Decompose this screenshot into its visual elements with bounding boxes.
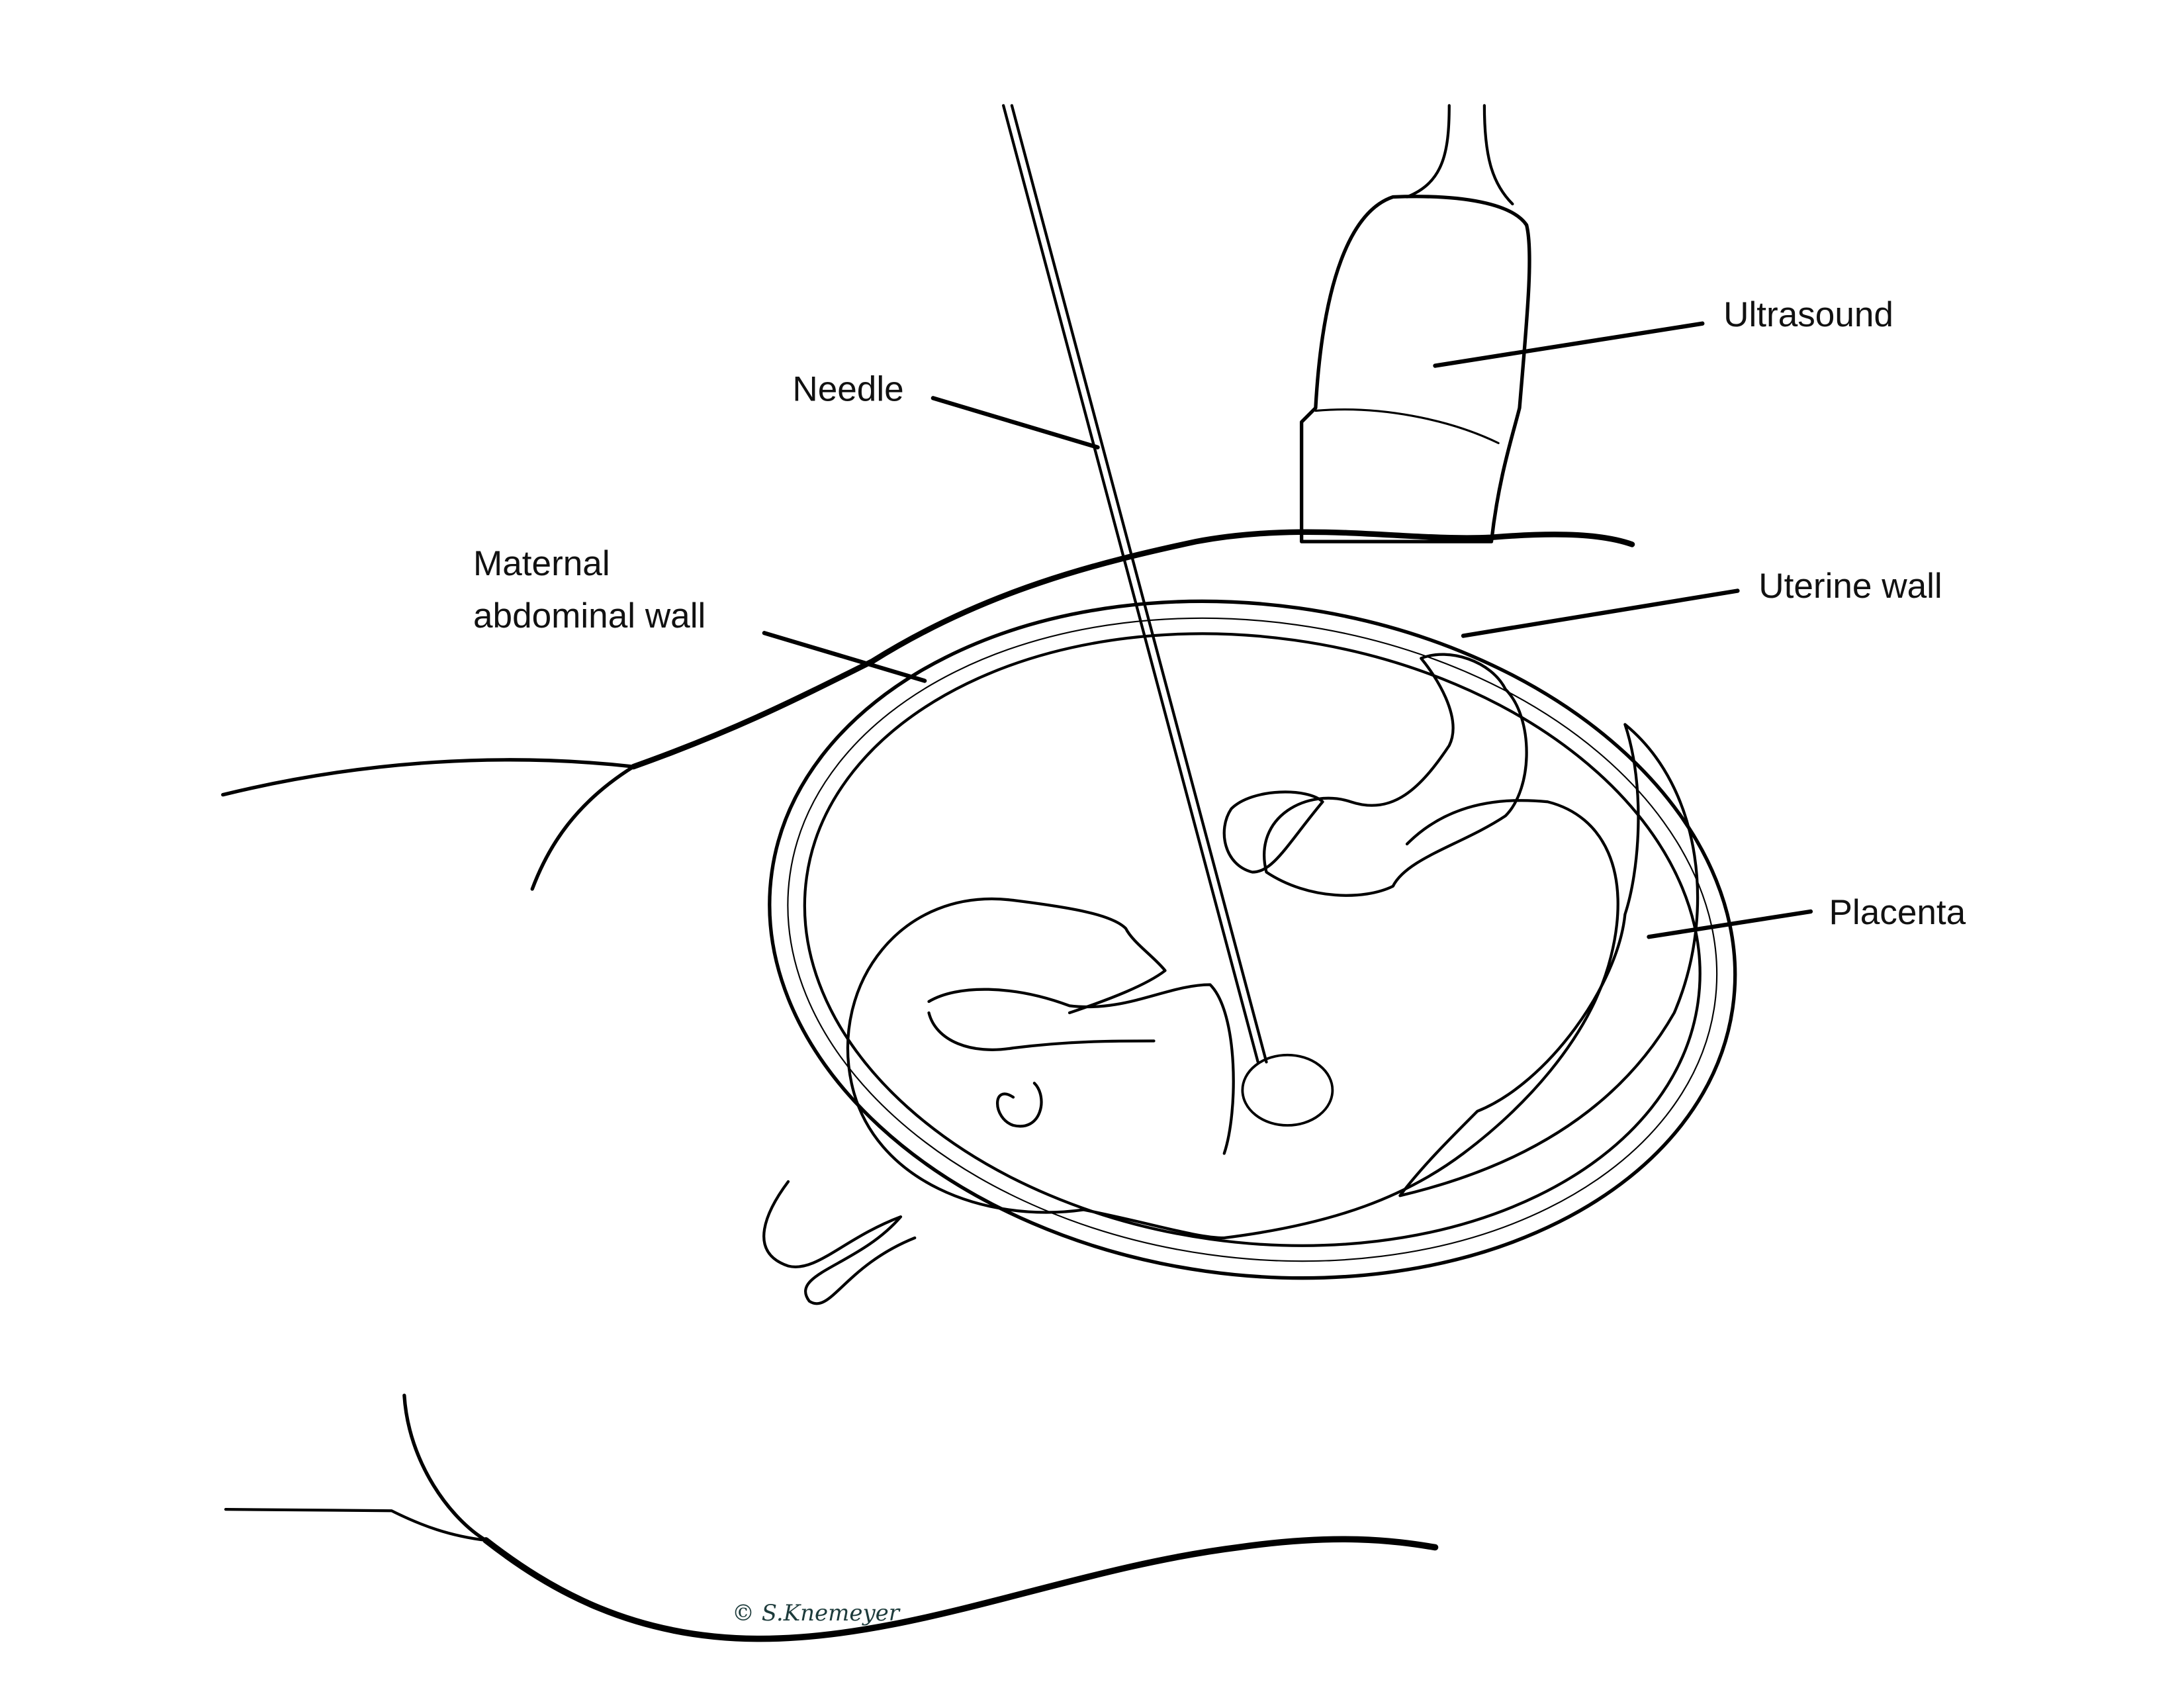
fetus xyxy=(846,653,1619,1240)
leader-maternal xyxy=(762,631,927,683)
label-ultrasound: Ultrasound xyxy=(1723,295,1893,334)
leader-needle xyxy=(931,396,1100,449)
leader-ultrasound xyxy=(1433,321,1705,368)
maternal-body xyxy=(221,529,1635,1642)
placenta xyxy=(1398,723,1700,1197)
label-uterine-wall: Uterine wall xyxy=(1758,567,1942,606)
leader-uterine xyxy=(1461,588,1740,638)
needle xyxy=(1002,104,1268,1064)
ultrasound-probe xyxy=(1299,104,1531,543)
leader-lines xyxy=(762,321,1813,939)
label-needle: Needle xyxy=(792,370,903,409)
uterine-wall xyxy=(762,599,1737,1305)
label-placenta: Placenta xyxy=(1829,893,1966,932)
artist-signature: © S.Knemeyer xyxy=(732,1600,901,1626)
label-maternal-2: abdominal wall xyxy=(473,596,705,635)
label-maternal-1: Maternal xyxy=(473,544,610,583)
leader-placenta xyxy=(1647,909,1813,939)
